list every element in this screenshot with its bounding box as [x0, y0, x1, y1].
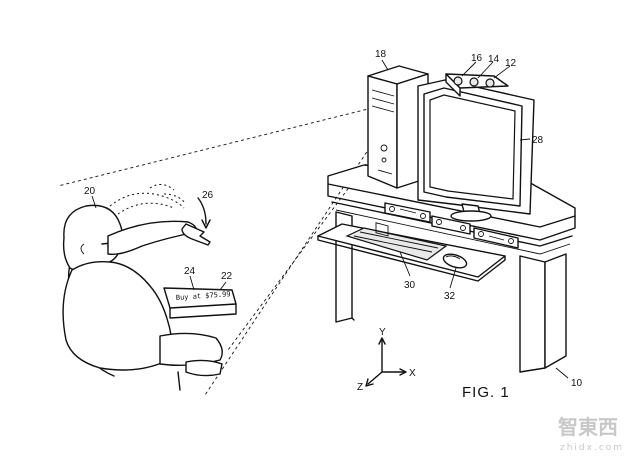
- ref-22: 22: [221, 271, 233, 282]
- ref-14: 14: [488, 54, 500, 65]
- watermark: 智東西 zhidx.com: [558, 415, 624, 453]
- ref-24: 24: [184, 266, 196, 277]
- camera-bar: [445, 73, 509, 97]
- person-figure: Buy at $75.99: [62, 184, 237, 391]
- watermark-site: zhidx.com: [560, 443, 624, 453]
- ref-16: 16: [471, 53, 483, 64]
- figure-caption: FIG. 1: [462, 384, 510, 401]
- ref-10: 10: [571, 378, 583, 389]
- view-cone: [57, 91, 421, 396]
- coordinate-axes: Y X Z: [357, 327, 416, 393]
- mouse: [442, 253, 468, 269]
- axis-y-label: Y: [379, 327, 386, 338]
- ref-32: 32: [444, 291, 456, 302]
- ref-20: 20: [84, 186, 96, 197]
- shelf-speakers: [384, 202, 519, 249]
- axis-z-label: Z: [357, 382, 363, 393]
- watermark-brand: 智東西: [558, 415, 618, 439]
- ref-18: 18: [375, 49, 387, 60]
- monitor: [417, 79, 535, 222]
- ref-26: 26: [202, 190, 214, 201]
- leader-lines: [91, 59, 569, 379]
- ref-12: 12: [505, 58, 517, 69]
- ref-30: 30: [404, 280, 416, 291]
- axis-x-label: X: [409, 368, 416, 379]
- tablet-price-text: Buy at $75.99: [176, 290, 231, 302]
- ref-28: 28: [532, 135, 544, 146]
